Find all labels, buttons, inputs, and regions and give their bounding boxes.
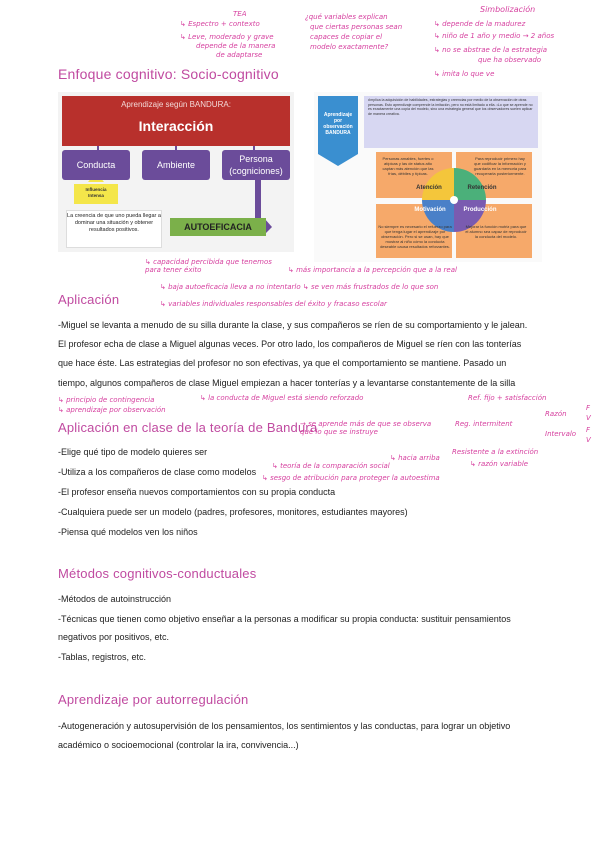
bandura-title-note: → se aprende más de que se observa que l…: [300, 420, 432, 436]
note-hacia-arriba: ↳ hacia arriba: [390, 454, 440, 462]
note-razon: Razón: [545, 410, 567, 418]
box-persona: Persona (cogniciones): [222, 150, 290, 180]
section-metodos-title: Métodos cognitivos-conductuales: [58, 566, 257, 581]
note-v2: V: [586, 436, 591, 444]
quadrant-produccion: Producción: [463, 207, 497, 213]
retencion-text: Para reproducir primero hay que codifica…: [473, 156, 527, 176]
bandura-item2: -Utiliza a los compañeros de clase como …: [58, 467, 257, 477]
box-conducta: Conducta: [62, 150, 130, 180]
metodos-line4: -Tablas, registros, etc.: [58, 652, 147, 662]
diagram2-shapes: [318, 96, 538, 258]
diagram-center-label: Interacción: [138, 118, 214, 134]
diagram-banner: Aprendizaje según BANDURA: Interacción: [62, 96, 290, 146]
diagram2-top-text: •Implica la adquisición de habilidades, …: [368, 98, 533, 116]
annotation-simb-line2: ↳ niño de 1 año y medio → 2 años: [434, 32, 555, 40]
note-f2: F: [586, 426, 591, 434]
annotation-simb-line5: ↳ imita lo que ve: [434, 70, 495, 78]
annotation-question-line2: que ciertas personas sean: [310, 23, 403, 31]
note-ref-fijo: Ref. fijo + satisfacción: [468, 394, 547, 402]
annotation-tea-line2: ↳ Leve, moderado y grave: [180, 33, 274, 41]
annotation-tea-line1: ↳ Espectro + contexto: [180, 20, 260, 28]
annotation-simbolizacion-title: Simbolización: [480, 5, 536, 14]
bandura-item1: -Elige qué tipo de modelo quieres ser: [58, 447, 208, 457]
note-reforzado: ↳ la conducta de Miguel está siendo refo…: [200, 394, 364, 402]
annotation-percepcion: ↳ más importancia a la percepción que a …: [288, 266, 457, 274]
annotation-question-line3: capaces de copiar el: [310, 33, 383, 41]
quadrant-motivacion: Motivación: [414, 207, 446, 213]
note-comparacion-social: ↳ teoría de la comparación social: [272, 462, 390, 470]
annotation-question-line1: ¿qué variables explican: [305, 13, 388, 21]
section-aplicacion-title: Aplicación: [58, 292, 120, 307]
note-resistente: Resistente a la extinción: [452, 448, 539, 456]
note-reg-intermitent: Reg. intermitent: [455, 420, 513, 428]
autoeficacia-label: AUTOEFICACIA: [170, 218, 266, 236]
aplicacion-line2: El profesor echa de clase a Miguel algun…: [58, 339, 522, 349]
aplicacion-line1: -Miguel se levanta a menudo de su silla …: [58, 320, 528, 330]
note-sesgo-atribucion: ↳ sesgo de atribución para proteger la a…: [262, 474, 440, 482]
influencia-box: [74, 184, 118, 204]
page-title: Enfoque cognitivo: Socio-cognitivo: [58, 66, 279, 82]
influencia-label: Influencia Intensa: [85, 187, 107, 198]
autorregulacion-line2: académico o socioemocional (controlar la…: [58, 740, 299, 750]
annotation-capacidad: ↳ capacidad percibida que tenemos para t…: [145, 258, 272, 274]
belief-text: La creencia de que uno pueda llegar a do…: [66, 210, 162, 248]
autorregulacion-line1: -Autogeneración y autosupervisión de los…: [58, 721, 511, 731]
note-v1: V: [586, 414, 591, 422]
metodos-line2: -Técnicas que tienen como objetivo enseñ…: [58, 614, 511, 624]
section-bandura-title: Aplicación en clase de la teoría de Band…: [58, 420, 318, 435]
annotation-simb-line4: que ha observado: [478, 56, 542, 64]
annotation-simb-line1: ↳ depende de la madurez: [434, 20, 526, 28]
note-razon-variable: ↳ razón variable: [470, 460, 529, 468]
annotation-tea-line4: de adaptarse: [216, 51, 263, 59]
diagram2-left-label: Aprendizaje por observación BANDURA: [323, 112, 353, 136]
produccion-text: Mejorar la función motriz para que el al…: [465, 224, 527, 239]
quadrant-retencion: Retención: [467, 185, 497, 191]
bandura-item5: -Piensa qué modelos ven los niños: [58, 527, 198, 537]
annotation-variables: ↳ variables individuales responsables de…: [160, 300, 387, 308]
annotation-baja-autoeficacia: ↳ baja autoeficacia lleva a no intentarl…: [160, 283, 439, 291]
aplicacion-line3: que hace éste. Las estrategias del profe…: [58, 358, 507, 368]
annotation-tea-title: TEA: [233, 10, 247, 18]
observation-learning-diagram: Aprendizaje por observación BANDURA •Imp…: [314, 92, 542, 262]
quadrant-atencion: Atención: [416, 185, 442, 191]
note-contingencia: ↳ principio de contingencia: [58, 396, 155, 404]
section-autorregulacion-title: Aprendizaje por autorregulación: [58, 692, 249, 707]
annotation-simb-line3: ↳ no se abstrae de la estrategia: [434, 46, 548, 54]
bandura-item4: -Cualquiera puede ser un modelo (padres,…: [58, 507, 408, 517]
atencion-text: Personas amables, fuertes o atípicas y l…: [382, 156, 434, 176]
aplicacion-line4: tiempo, algunos compañeros de clase Migu…: [58, 378, 516, 388]
note-observacion: ↳ aprendizaje por observación: [58, 406, 166, 414]
note-f1: F: [586, 404, 591, 412]
motivacion-text: No siempre es necesario el refuerzo para…: [378, 224, 452, 249]
annotation-tea-line3: depende de la manera: [196, 42, 276, 50]
annotation-question-line4: modelo exactamente?: [310, 43, 389, 51]
diagram-heading: Aprendizaje según BANDURA:: [121, 100, 231, 109]
box-ambiente: Ambiente: [142, 150, 210, 180]
bandura-item3: -El profesor enseña nuevos comportamient…: [58, 487, 336, 497]
metodos-line3: negativos por positivos, etc.: [58, 632, 170, 642]
metodos-line1: -Métodos de autoinstrucción: [58, 594, 172, 604]
note-intervalo: Intervalo: [545, 430, 577, 438]
bandura-interaction-diagram: Aprendizaje según BANDURA: Interacción C…: [58, 92, 294, 252]
arrow-icon: [264, 218, 272, 235]
